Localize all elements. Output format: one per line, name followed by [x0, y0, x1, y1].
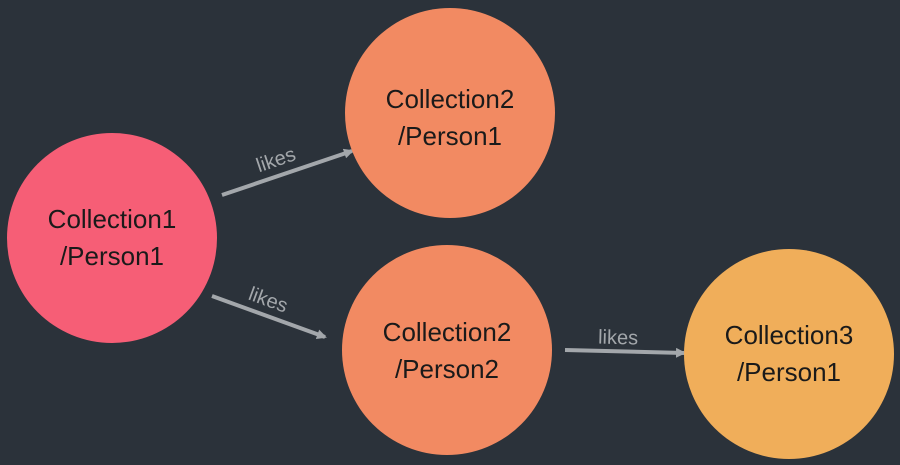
nodes: Collection1 /Person1 Collection2 /Person…: [7, 8, 894, 459]
node-circle[interactable]: [345, 8, 555, 218]
node-collection3-person1[interactable]: Collection3 /Person1: [684, 249, 894, 459]
node-collection2-person2[interactable]: Collection2 /Person2: [342, 245, 552, 455]
edge-c2p2-c3p1[interactable]: likes: [564, 327, 686, 358]
edge-arrow[interactable]: [564, 347, 686, 358]
node-label-line2: /Person1: [398, 121, 502, 151]
node-circle[interactable]: [684, 249, 894, 459]
node-label-line2: /Person1: [60, 241, 164, 271]
node-label-line1: Collection3: [725, 320, 854, 350]
edge-arrow[interactable]: [221, 148, 354, 197]
node-label-line1: Collection1: [48, 204, 177, 234]
node-circle[interactable]: [7, 133, 217, 343]
node-label-line2: /Person2: [395, 354, 499, 384]
node-label-line1: Collection2: [383, 317, 512, 347]
node-label-line2: /Person1: [737, 357, 841, 387]
edge-arrow[interactable]: [211, 294, 327, 339]
node-circle[interactable]: [342, 245, 552, 455]
edge-label: likes: [598, 327, 639, 350]
node-collection2-person1[interactable]: Collection2 /Person1: [345, 8, 555, 218]
node-collection1-person1[interactable]: Collection1 /Person1: [7, 133, 217, 343]
edge-c1p1-c2p2[interactable]: likes: [211, 283, 327, 339]
node-label-line1: Collection2: [386, 84, 515, 114]
edge-c1p1-c2p1[interactable]: likes: [221, 143, 354, 197]
